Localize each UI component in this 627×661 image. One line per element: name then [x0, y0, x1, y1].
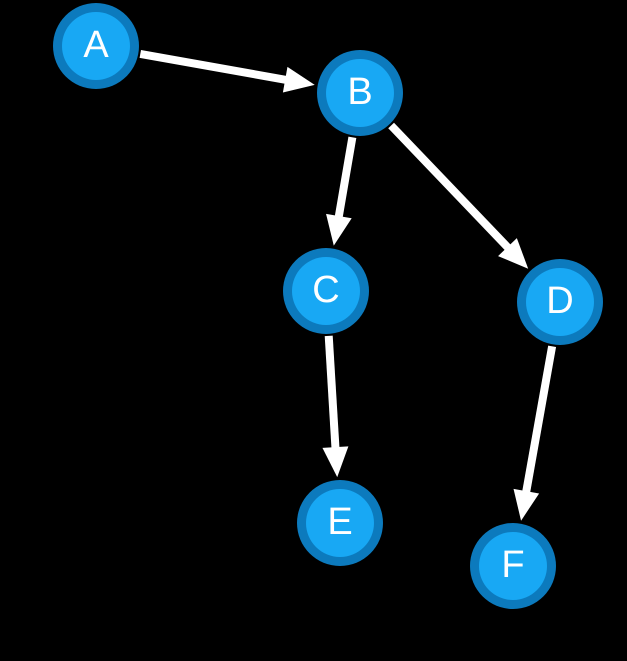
node-F-label: F [501, 544, 525, 586]
node-F[interactable]: F [470, 523, 556, 609]
node-D[interactable]: D [517, 259, 603, 345]
node-B-body: B [326, 59, 394, 127]
node-A-body: A [62, 12, 130, 80]
arrowhead-B-D [498, 238, 529, 269]
edge-D-F[interactable] [521, 345, 557, 496]
node-D-label: D [546, 280, 574, 322]
node-C[interactable]: C [283, 248, 369, 334]
node-E-label: E [327, 501, 353, 543]
node-D-body: D [526, 268, 594, 336]
edge-B-D[interactable] [388, 122, 514, 253]
arrowhead-C-E [322, 446, 349, 478]
arrowhead-A-B [282, 66, 315, 93]
node-E-body: E [306, 489, 374, 557]
node-A-label: A [83, 24, 109, 66]
node-E[interactable]: E [297, 480, 383, 566]
node-F-body: F [479, 532, 547, 600]
edge-B-C[interactable] [334, 136, 357, 221]
node-C-body: C [292, 257, 360, 325]
node-C-label: C [312, 269, 340, 311]
node-B-label: B [347, 71, 373, 113]
arrowhead-D-F [513, 488, 540, 521]
node-B[interactable]: B [317, 50, 403, 136]
node-A[interactable]: A [53, 3, 139, 89]
edge-C-E[interactable] [324, 335, 340, 452]
arrowhead-B-C [326, 213, 352, 246]
edge-A-B[interactable] [139, 49, 290, 85]
